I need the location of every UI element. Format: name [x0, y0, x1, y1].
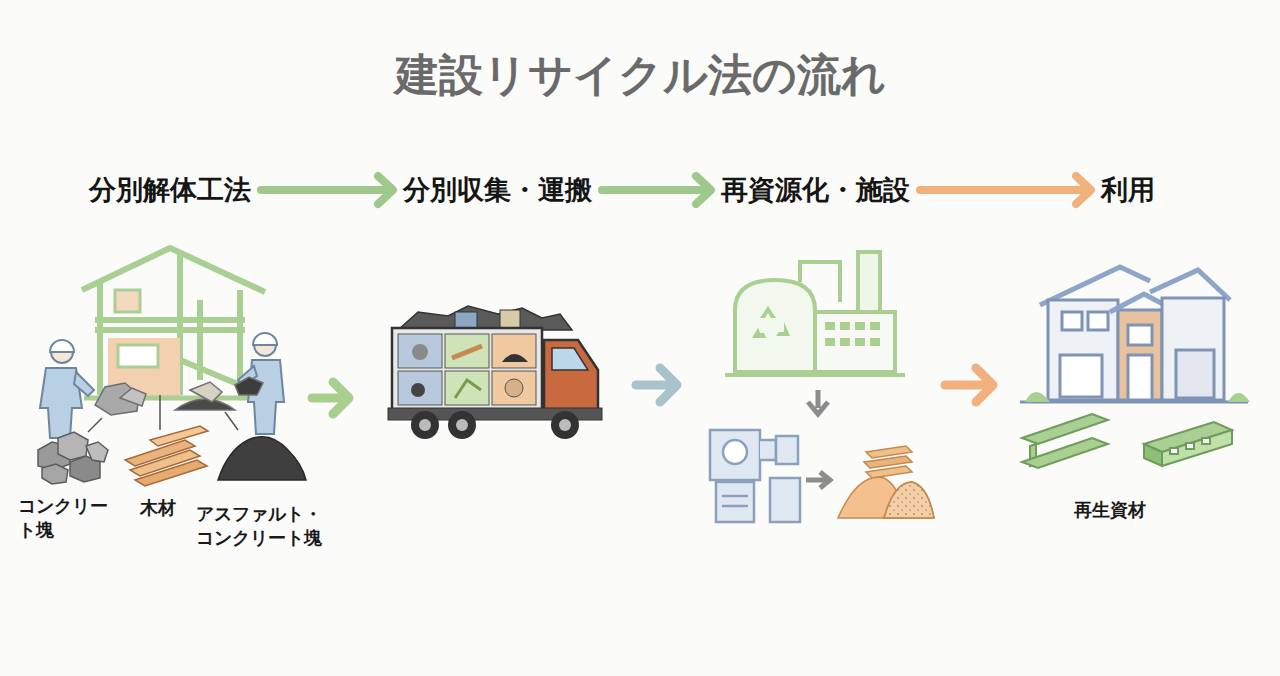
- stage-heading: 利用: [1097, 170, 1159, 210]
- material-label: 再生資材: [1074, 498, 1194, 522]
- stage-heading: 再資源化・施設: [717, 170, 914, 210]
- chevron-path: [920, 176, 1091, 204]
- material-label: コンクリート塊: [18, 494, 116, 543]
- flow-arrow: [945, 368, 993, 402]
- heading-text: 再資源化・施設: [721, 172, 910, 208]
- recycled-material: [838, 446, 934, 518]
- side-arrow: [806, 472, 830, 488]
- diagram-title: 建設リサイクル法の流れ: [395, 46, 886, 105]
- house-frame: [82, 248, 265, 395]
- truck: [388, 306, 602, 439]
- new-house: [1020, 267, 1248, 402]
- worker-figure: [40, 333, 284, 438]
- chevron-path: [602, 176, 711, 204]
- asphalt-pile: [218, 437, 306, 480]
- flow-arrow: [636, 368, 677, 402]
- chevron-path: [261, 176, 393, 204]
- down-arrow: [808, 390, 828, 414]
- steel-beam: [1022, 414, 1232, 468]
- factory: [725, 252, 905, 375]
- flow-chevron: [261, 176, 393, 204]
- flow-chevron: [602, 176, 711, 204]
- crusher-machine: [710, 430, 800, 522]
- wood-pile: [125, 426, 208, 486]
- stage-heading: 分別解体工法: [85, 170, 255, 210]
- material-label: アスファルト・コンクリート塊: [196, 502, 338, 551]
- heading-text: 利用: [1101, 172, 1155, 208]
- flow-chevron: [920, 176, 1091, 204]
- concrete-blocks: [38, 432, 108, 484]
- heading-text: 分別収集・運搬: [403, 172, 592, 208]
- heading-text: 分別解体工法: [89, 172, 251, 208]
- rubble: [95, 377, 263, 415]
- stage-heading: 分別収集・運搬: [399, 170, 596, 210]
- flow-arrow: [312, 382, 349, 414]
- material-label: 木材: [140, 496, 200, 520]
